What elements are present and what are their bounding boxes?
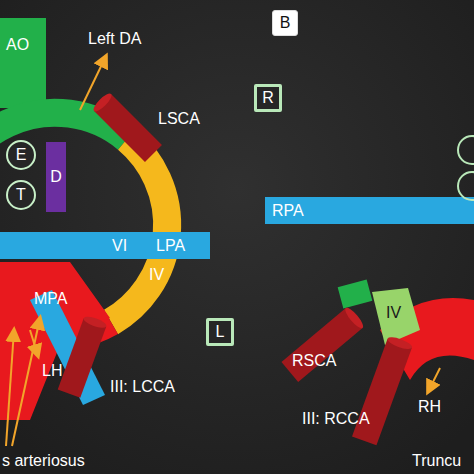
vessel-label: IV (386, 304, 401, 322)
side-tag: R (254, 84, 282, 112)
vessel-label: MPA (34, 290, 67, 308)
vessel-label: LPA (156, 237, 185, 255)
vessel-label: VI (112, 237, 127, 255)
vessel-label: RPA (272, 202, 304, 220)
side-tag: L (206, 318, 234, 346)
vessel-label: III: RCCA (302, 410, 370, 428)
vessel-label: Left DA (88, 30, 141, 48)
vessel-label: RH (418, 398, 441, 416)
vessel-label: IV (149, 266, 164, 284)
vessel-label: Truncu (412, 452, 461, 470)
node-text: R (262, 90, 274, 106)
duct-bar: D (46, 142, 66, 212)
valve-circle: E (6, 140, 36, 170)
node-text: B (280, 15, 291, 31)
valve-circle: T (6, 180, 36, 210)
vessel-label: III: LCCA (110, 378, 175, 396)
vessel-label: LSCA (158, 110, 200, 128)
node-text: E (16, 147, 27, 163)
vessel-label: s arteriosus (2, 452, 85, 470)
node-text: T (16, 187, 26, 203)
vessel-label: AO (6, 36, 29, 54)
node-text: L (216, 324, 225, 340)
node-text: D (50, 169, 62, 185)
panel-tag: B (272, 10, 298, 36)
vessel-label: LH (42, 362, 62, 380)
vessel-label: RSCA (292, 352, 336, 370)
